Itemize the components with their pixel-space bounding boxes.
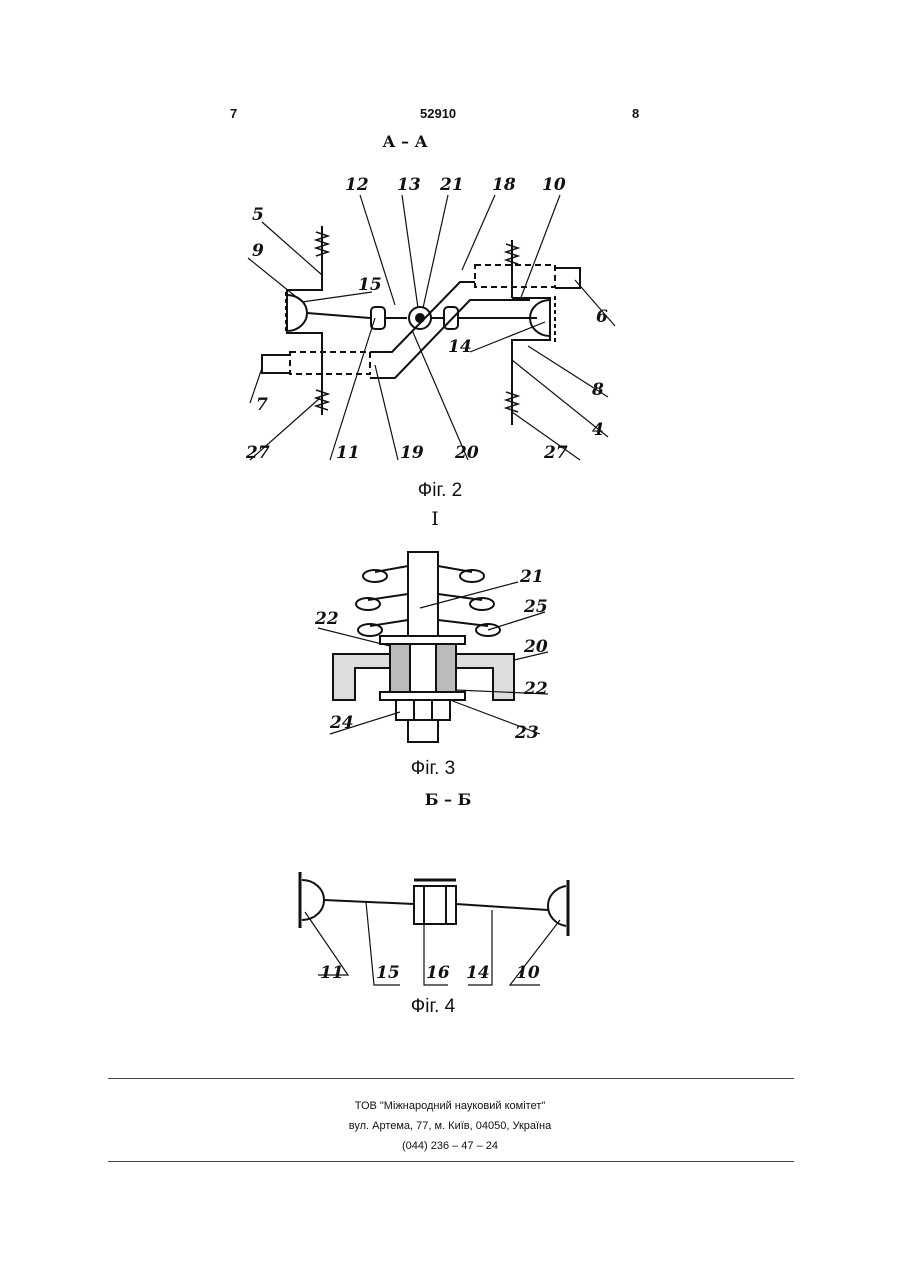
fig2-label-13: 13 [397, 175, 421, 195]
fig3-caption: Фіг. 3 [373, 758, 493, 780]
fig4-label-16: 16 [426, 963, 450, 983]
fig2-label-27-right: 27 [543, 443, 568, 463]
fig3-label-22-left: 22 [314, 609, 339, 629]
fig3-drawing: 21 25 22 20 22 24 23 [0, 530, 900, 790]
fig2-label-5: 5 [252, 205, 264, 225]
fig4-label-14: 14 [466, 963, 490, 983]
fig4-caption: Фіг. 4 [373, 996, 493, 1018]
fig3-label-21: 21 [519, 567, 544, 587]
fig3-label-23: 23 [514, 723, 539, 743]
fig4-label-10: 10 [516, 963, 540, 983]
fig2-label-19: 19 [400, 443, 424, 463]
fig2-label-6: 6 [596, 307, 608, 327]
fig2-label-21: 21 [439, 175, 464, 195]
fig2-caption: Фіг. 2 [380, 480, 500, 502]
fig2-label-12: 12 [345, 175, 369, 195]
fig2-label-10: 10 [542, 175, 566, 195]
fig2-label-14: 14 [448, 337, 472, 357]
fig3-section-label: I [410, 508, 460, 530]
footer-address: вул. Артема, 77, м. Київ, 04050, Україна [0, 1120, 900, 1132]
fig2-label-27-left: 27 [245, 443, 270, 463]
fig3-label-22-right: 22 [523, 679, 548, 699]
fig3-label-24: 24 [329, 713, 354, 733]
fig2-label-8: 8 [591, 380, 604, 400]
fig2-drawing: 12 13 21 18 10 5 9 15 6 14 7 8 4 27 11 1… [0, 0, 900, 520]
footer-phone: (044) 236 – 47 – 24 [0, 1140, 900, 1152]
fig4-drawing: 11 15 16 14 10 [0, 860, 900, 1010]
fig2-label-7: 7 [256, 395, 268, 415]
fig4-section-label: Б – Б [408, 790, 488, 809]
fig3-label-25: 25 [523, 597, 548, 617]
fig2-label-4: 4 [592, 420, 604, 440]
fig2-label-20: 20 [454, 443, 479, 463]
fig2-label-15: 15 [358, 275, 382, 295]
fig2-label-9: 9 [252, 241, 264, 261]
footer-top-rule [108, 1078, 794, 1079]
fig2-label-18: 18 [492, 175, 516, 195]
fig3-label-20: 20 [523, 637, 548, 657]
fig4-label-11: 11 [320, 963, 344, 983]
fig2-label-11: 11 [336, 443, 360, 463]
footer-company: ТОВ "Міжнародний науковий комітет" [0, 1100, 900, 1112]
footer-bottom-rule [108, 1161, 794, 1162]
fig4-label-15: 15 [376, 963, 400, 983]
